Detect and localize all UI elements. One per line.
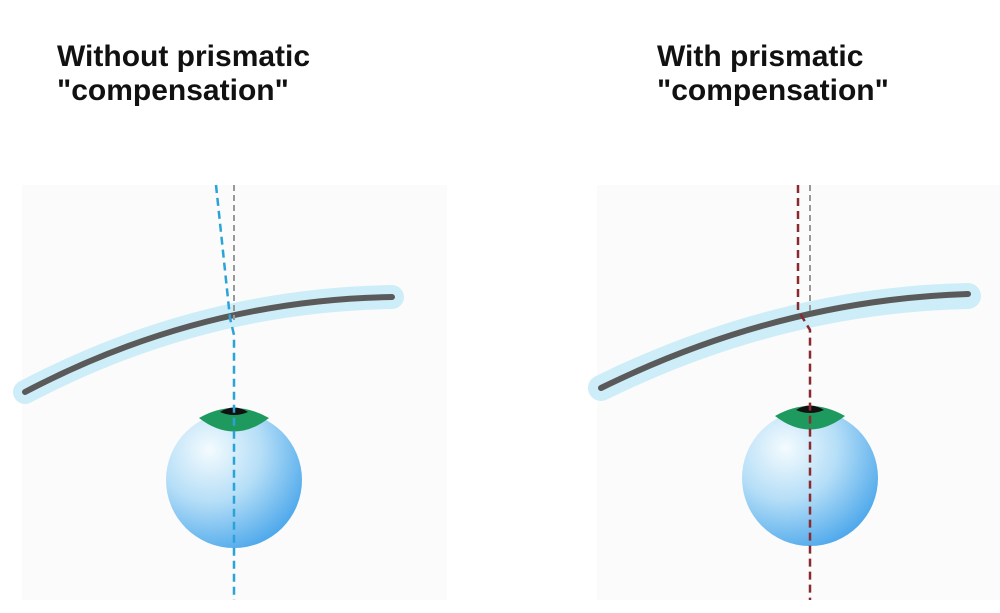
title-line-2: "compensation": [657, 74, 889, 107]
lens-curve: [22, 294, 395, 395]
right-diagram: [588, 185, 981, 600]
lens-curve: [598, 291, 971, 391]
panel-title-without-compensation: Without prismatic "compensation": [57, 40, 310, 108]
left-diagram: [13, 184, 404, 600]
title-line-1: Without prismatic: [57, 40, 311, 73]
eyeball: [742, 410, 878, 546]
title-line-2: "compensation": [57, 74, 289, 107]
light-ray: [796, 185, 812, 600]
panel-title-with-compensation: With prismatic "compensation": [657, 40, 889, 108]
lens-glow: [588, 283, 981, 401]
title-line-1: With prismatic: [657, 40, 864, 73]
eyeball: [166, 412, 302, 548]
light-ray: [214, 184, 236, 600]
lens-glow: [13, 285, 404, 404]
